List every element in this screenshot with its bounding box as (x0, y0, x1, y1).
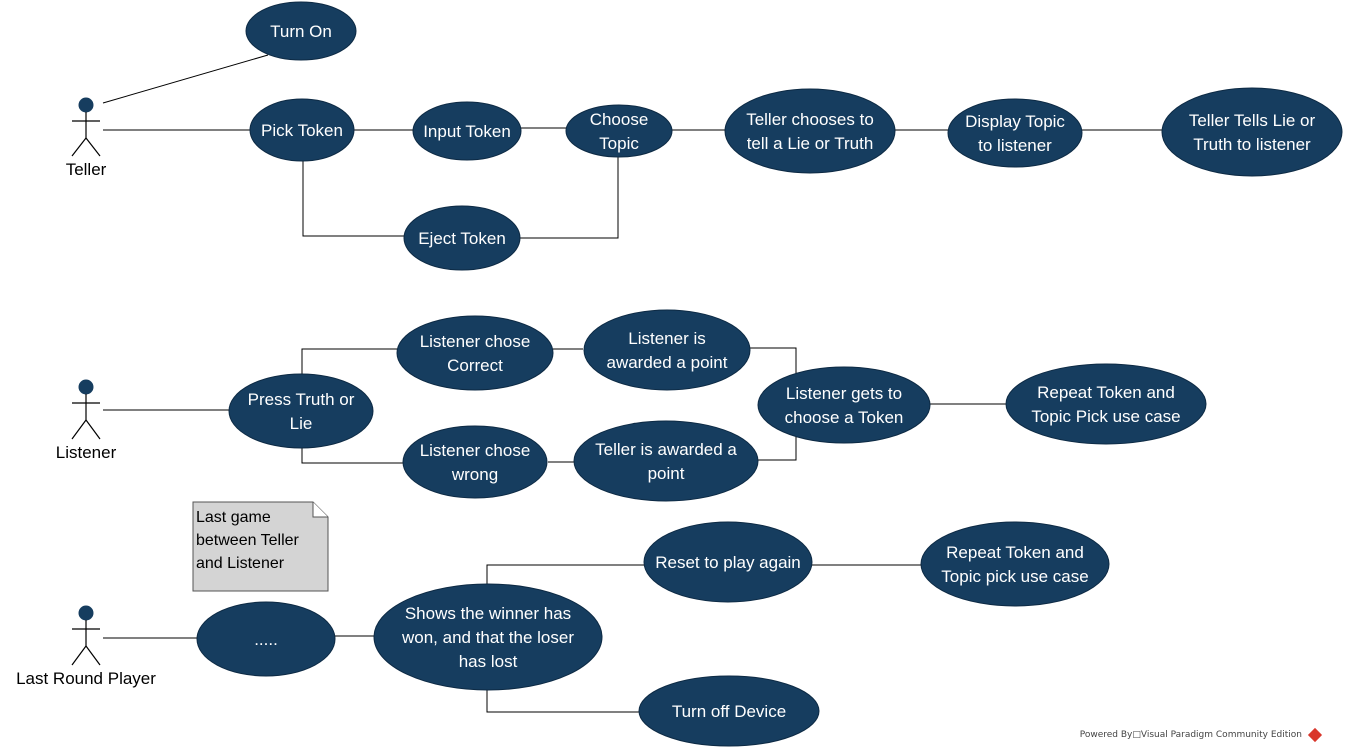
use-case-label: Eject Token (418, 229, 506, 248)
use-case-label: Turn On (270, 22, 332, 41)
use-case-label: point (648, 464, 685, 483)
use-case-label: Choose (590, 110, 649, 129)
use-case-teller-tells: Teller Tells Lie or Truth to listener (1161, 87, 1343, 177)
use-case-label: Topic pick use case (941, 567, 1088, 586)
use-case-label: Press Truth or (248, 390, 355, 409)
actor-listener: Listener (56, 379, 117, 462)
note-line-2: between Teller (196, 532, 300, 549)
use-case-label: Listener chose (420, 441, 531, 460)
use-case-listener-wrong: Listener chose wrong (402, 425, 548, 499)
use-case-label: Repeat Token and (946, 543, 1084, 562)
connector-eject-choose (520, 155, 619, 239)
use-case-turn-off: Turn off Device (638, 675, 820, 747)
use-case-label: Listener is (628, 329, 705, 348)
use-case-label: Topic Pick use case (1031, 407, 1180, 426)
use-case-listener-gets: Listener gets to choose a Token (757, 366, 931, 444)
use-case-ellipse (249, 98, 355, 162)
use-case-label: won, and that the loser (401, 628, 574, 647)
actor-last-round-player: Last Round Player (16, 605, 156, 688)
use-case-label: Topic (599, 134, 639, 153)
use-case-ellipse (757, 366, 931, 444)
use-case-eject-token: Eject Token (403, 205, 521, 271)
use-case-label: Reset to play again (655, 553, 801, 572)
use-case-listener-awarded: Listener is awarded a point (583, 309, 751, 391)
use-case-label: awarded a point (607, 353, 728, 372)
use-case-ellipse (245, 1, 357, 61)
footer-text: Powered By□Visual Paradigm Community Edi… (1079, 730, 1302, 740)
use-case-label: ..... (254, 630, 278, 649)
connector-press-correct (301, 348, 398, 378)
use-case-ellipse (643, 521, 813, 603)
use-case-ellipse (573, 420, 759, 502)
use-case-label: Shows the winner has (405, 604, 571, 623)
use-case-ellipse (373, 583, 603, 691)
connector-teller-awarded-gets (758, 432, 797, 461)
use-case-label: Teller chooses to (746, 110, 874, 129)
connector-press-wrong (301, 444, 404, 464)
use-case-label: Repeat Token and (1037, 383, 1175, 402)
connector-teller-turn-on (102, 54, 269, 104)
use-case-ellipse (1005, 363, 1207, 445)
use-case-ellipse (396, 315, 554, 391)
connector-pick-eject (302, 160, 404, 237)
use-case-label: tell a Lie or Truth (747, 134, 874, 153)
use-case-shows-winner: Shows the winner has won, and that the lo… (373, 583, 603, 691)
use-case-ellipse (638, 675, 820, 747)
use-case-label: Truth to listener (1193, 135, 1311, 154)
use-case-label: Teller is awarded a (595, 440, 737, 459)
use-case-label: Teller Tells Lie or (1189, 111, 1316, 130)
use-case-label: has lost (459, 652, 518, 671)
connectors (102, 54, 1162, 713)
actor-teller: Teller (66, 97, 107, 179)
actor-label-listener: Listener (56, 443, 117, 462)
use-case-teller-awarded: Teller is awarded a point (573, 420, 759, 502)
connector-shows-turn-off (486, 688, 640, 713)
use-case-display-topic: Display Topic to listener (947, 98, 1083, 168)
use-case-teller-chooses: Teller chooses to tell a Lie or Truth (724, 88, 896, 174)
use-case-label: Pick Token (261, 121, 343, 140)
use-case-pick-token: Pick Token (249, 98, 355, 162)
use-case-ellipse (947, 98, 1083, 168)
use-case-reset: Reset to play again (643, 521, 813, 603)
use-case-label: Listener gets to (786, 384, 902, 403)
use-case-label: choose a Token (785, 408, 904, 427)
use-case-turn-on: Turn On (245, 1, 357, 61)
use-case-ellipse (724, 88, 896, 174)
use-case-ellipse (1161, 87, 1343, 177)
visual-paradigm-logo-icon (1307, 727, 1323, 743)
use-case-label: Listener chose (420, 332, 531, 351)
use-case-ellipse (583, 309, 751, 391)
use-case-label: Correct (447, 356, 503, 375)
use-case-label: to listener (978, 136, 1052, 155)
actor-label-last-round-player: Last Round Player (16, 669, 156, 688)
use-case-ellipse (412, 101, 522, 161)
use-case-ellipse (403, 205, 521, 271)
use-case-label: Display Topic (965, 112, 1065, 131)
connector-shows-reset (486, 564, 645, 586)
actor-label-teller: Teller (66, 160, 107, 179)
use-case-input-token: Input Token (412, 101, 522, 161)
footer: Powered By□Visual Paradigm Community Edi… (1079, 727, 1323, 743)
use-case-ellipse (196, 601, 336, 677)
use-case-ellipse (402, 425, 548, 499)
use-case-label: Lie (290, 414, 313, 433)
use-case-dots: ..... (196, 601, 336, 677)
use-case-label: wrong (451, 465, 498, 484)
use-case-press-truth: Press Truth or Lie (228, 373, 374, 449)
use-case-ellipse (565, 104, 673, 158)
note-last-game: Last game between Teller and Listener (192, 501, 329, 592)
use-case-label: Input Token (423, 122, 511, 141)
use-case-ellipse (228, 373, 374, 449)
note-line-3: and Listener (196, 555, 285, 572)
connector-awarded-gets (750, 347, 797, 378)
use-case-ellipse (920, 521, 1110, 607)
note-line-1: Last game (196, 509, 271, 526)
use-case-label: Turn off Device (672, 702, 786, 721)
